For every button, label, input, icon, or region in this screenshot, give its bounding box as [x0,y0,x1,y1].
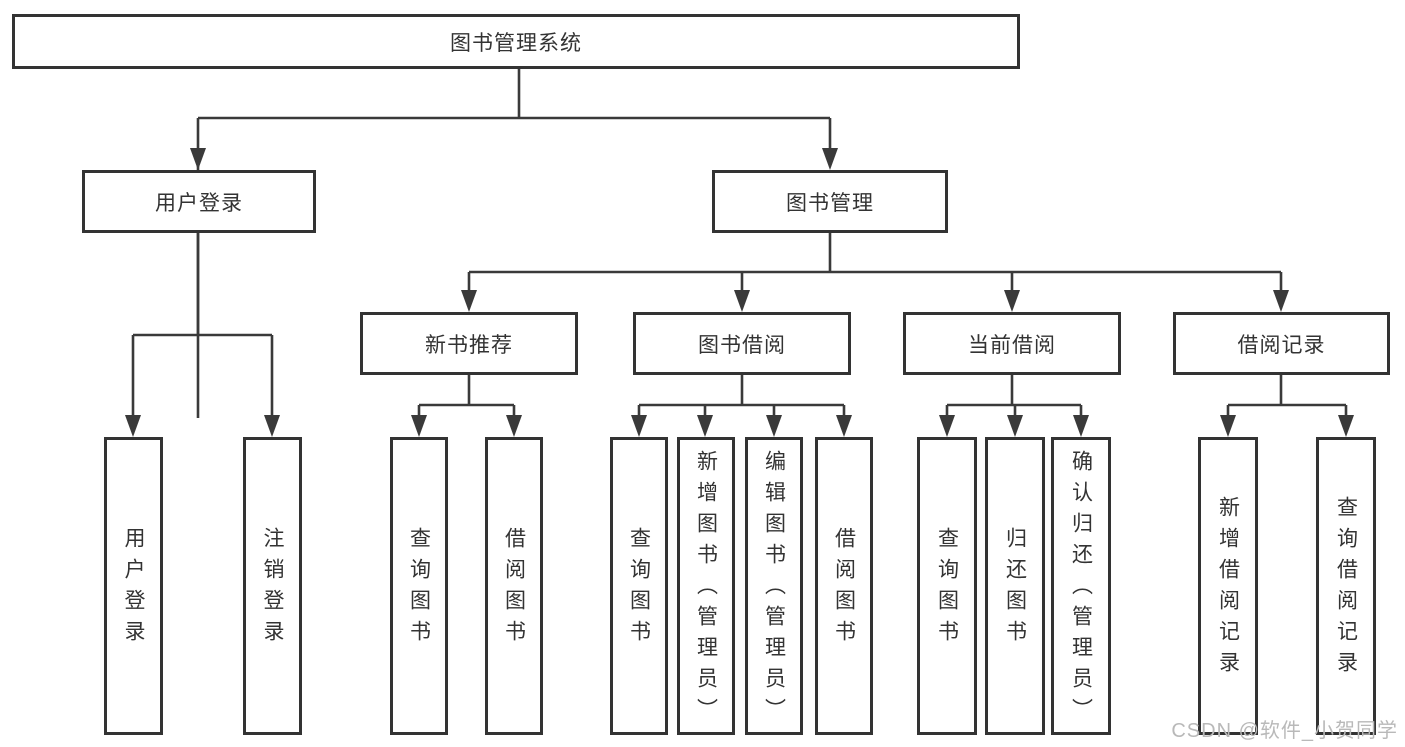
connector-current-borrowing-branch [945,375,1083,418]
node-new-book-recommend: 新书推荐 [360,312,578,375]
connector-book-borrowing-branch [637,375,846,418]
arrowhead [1004,290,1020,312]
arrowhead [734,290,750,312]
leaf-borrowing-query-books: 查询图书 [610,437,668,735]
arrowhead [125,415,141,437]
arrowhead [411,415,427,437]
connector-book-management-branch [467,233,1283,293]
node-book-borrowing: 图书借阅 [633,312,851,375]
node-root-library-management-system: 图书管理系统 [12,14,1020,69]
leaf-records-add-borrow-record: 新增借阅记录 [1198,437,1258,735]
leaf-current-return-books: 归还图书 [985,437,1045,735]
arrowhead [766,415,782,437]
leaf-current-confirm-return-admin: 确认归还（管理员） [1051,437,1111,735]
connector-root-to-level2 [196,69,832,418]
leaf-records-query-borrow-record: 查询借阅记录 [1316,437,1376,735]
arrowhead [836,415,852,437]
arrowhead [1338,415,1354,437]
arrowhead [190,148,206,170]
arrowhead [264,415,280,437]
arrowheads [125,148,1354,437]
leaf-recommend-query-books: 查询图书 [390,437,448,735]
node-borrowing-records: 借阅记录 [1173,312,1390,375]
arrowhead [939,415,955,437]
arrowhead [506,415,522,437]
arrowhead [822,148,838,170]
connector-borrowing-records-branch [1226,375,1348,418]
leaf-current-query-books: 查询图书 [917,437,977,735]
node-book-management: 图书管理 [712,170,948,233]
leaf-user-login: 用户登录 [104,437,163,735]
arrowhead [631,415,647,437]
connector-user-login-branch [131,233,274,418]
node-current-borrowing: 当前借阅 [903,312,1121,375]
arrowhead [1007,415,1023,437]
connector-new-book-recommend-branch [417,375,516,418]
arrowhead [461,290,477,312]
arrowhead [697,415,713,437]
arrowhead [1073,415,1089,437]
node-user-login: 用户登录 [82,170,316,233]
leaf-borrowing-borrow-books: 借阅图书 [815,437,873,735]
arrowhead [1273,290,1289,312]
csdn-watermark: CSDN @软件_小贺同学 [1171,720,1398,742]
leaf-borrowing-edit-books-admin: 编辑图书（管理员） [745,437,803,735]
arrowhead [1220,415,1236,437]
leaf-logout: 注销登录 [243,437,302,735]
leaf-recommend-borrow-books: 借阅图书 [485,437,543,735]
leaf-borrowing-add-books-admin: 新增图书（管理员） [677,437,735,735]
